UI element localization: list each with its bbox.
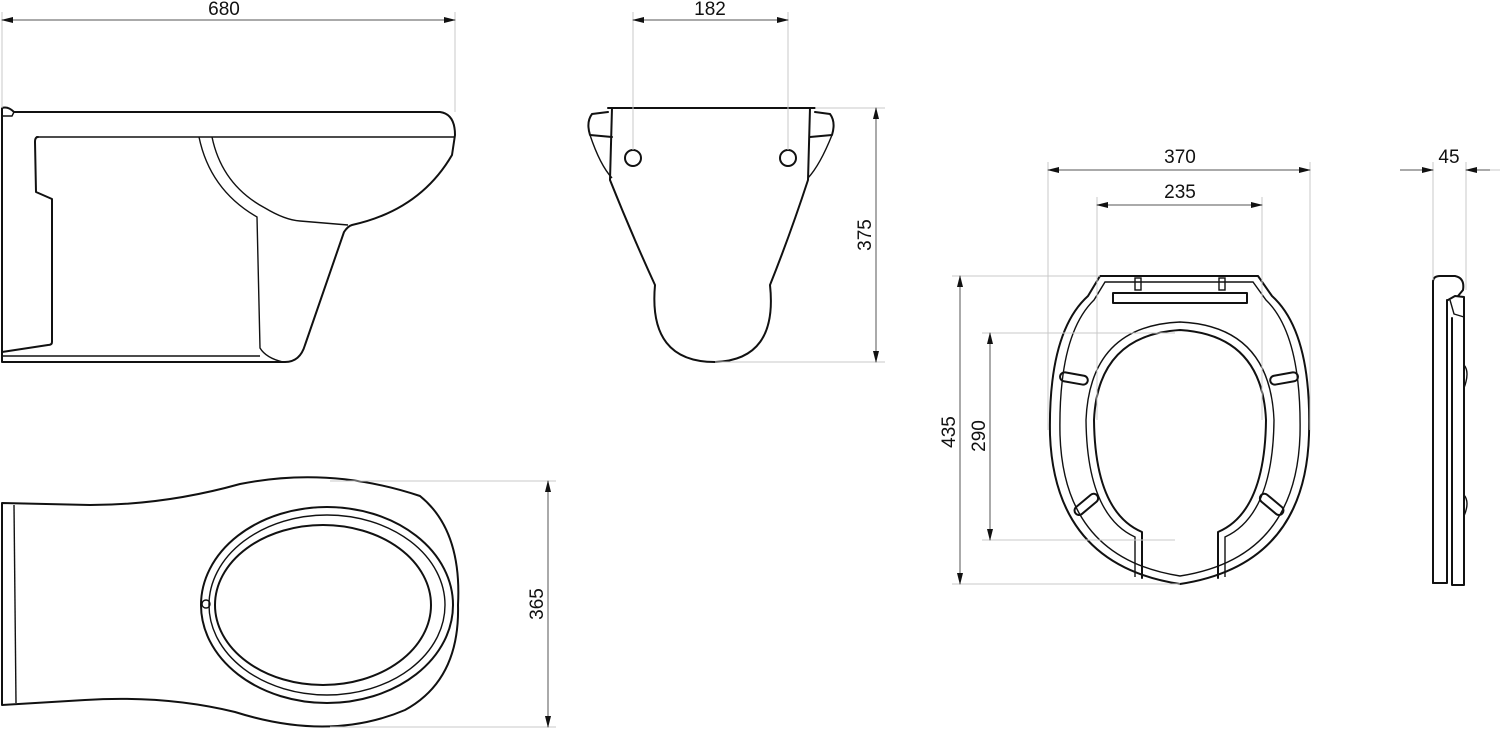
dimension-label: 370 bbox=[1164, 147, 1196, 168]
dimension-182: 182 bbox=[632, 0, 789, 150]
dimension-435: 435 bbox=[939, 275, 1180, 585]
bowl-top-view bbox=[1, 476, 460, 728]
dimension-365: 365 bbox=[330, 480, 556, 728]
dimension-label: 365 bbox=[527, 588, 548, 620]
dimension-45: 45 bbox=[1400, 147, 1500, 290]
dimension-375: 375 bbox=[715, 107, 885, 363]
dimension-label: 435 bbox=[939, 416, 960, 448]
dimension-label: 235 bbox=[1164, 182, 1196, 203]
bowl-side-view bbox=[1, 106, 456, 363]
dimension-290: 290 bbox=[969, 332, 1175, 541]
dimension-label: 680 bbox=[208, 0, 240, 20]
dimension-235: 235 bbox=[1096, 182, 1263, 420]
dimension-370: 370 bbox=[1047, 147, 1311, 430]
dimension-label: 290 bbox=[969, 420, 990, 452]
fixing-hole-left bbox=[624, 149, 642, 167]
seat-top-view bbox=[1048, 275, 1311, 585]
seat-side-view bbox=[1432, 275, 1468, 586]
fixing-hole-right bbox=[779, 149, 797, 167]
dimension-label: 375 bbox=[855, 219, 876, 251]
dimension-label: 45 bbox=[1438, 147, 1459, 168]
dimension-label: 182 bbox=[694, 0, 726, 20]
dimension-680: 680 bbox=[1, 0, 456, 112]
bowl-front-view bbox=[587, 107, 835, 363]
